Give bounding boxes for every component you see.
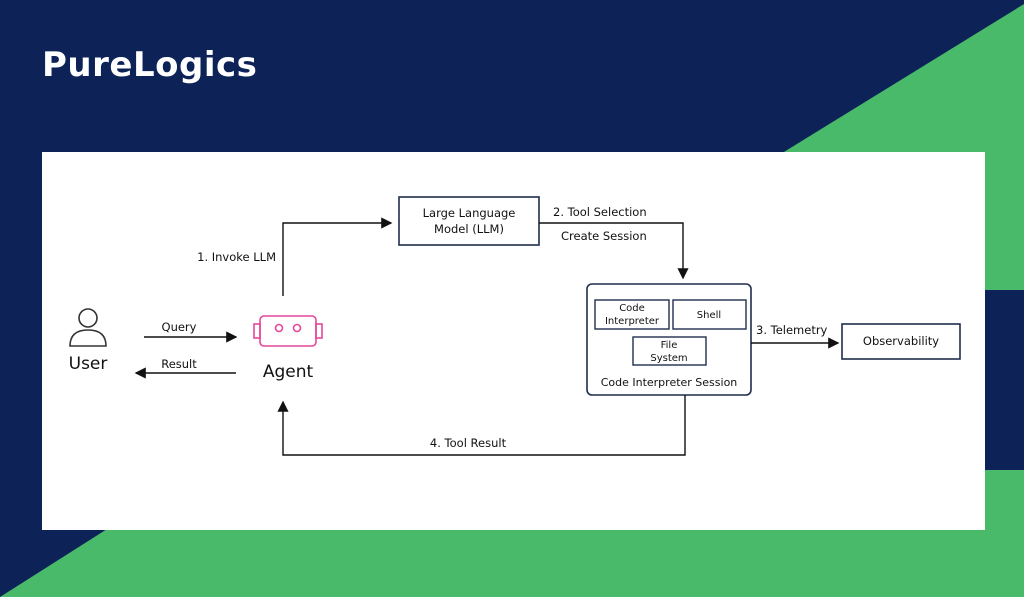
robot-icon	[253, 315, 323, 347]
tool-selection-label: 2. Tool Selection	[553, 205, 647, 219]
brand-logo: PureLogics	[42, 42, 257, 88]
tool-result-arrow	[277, 395, 686, 456]
llm-box	[398, 196, 540, 246]
file-system-box	[632, 336, 707, 366]
observability-label: Observability	[863, 334, 939, 348]
observability-box	[841, 323, 961, 360]
result-label: Result	[161, 357, 197, 371]
diagram-card: User Agent Query Result 1. Invoke LLM La…	[42, 152, 985, 530]
user-label: User	[69, 354, 108, 374]
code-interpreter-box	[594, 299, 670, 330]
invoke-llm-label: 1. Invoke LLM	[197, 250, 276, 264]
file-system-label-line2: System	[650, 353, 687, 364]
user-icon	[69, 308, 107, 347]
session-label: Code Interpreter Session	[601, 376, 738, 389]
agent-label: Agent	[263, 362, 314, 382]
telemetry-label: 3. Telemetry	[756, 323, 828, 337]
llm-label-line1: Large Language	[423, 206, 516, 220]
invoke-llm-arrow	[282, 217, 393, 296]
tool-result-label: 4. Tool Result	[430, 436, 507, 450]
llm-label-line2: Model (LLM)	[434, 222, 504, 236]
query-label: Query	[162, 320, 197, 334]
code-interpreter-label-line2: Interpreter	[605, 316, 660, 327]
brand-name: PureLogics	[42, 45, 258, 85]
shell-box	[672, 299, 747, 330]
tool-selection-arrow	[539, 222, 689, 280]
file-system-label-line1: File	[661, 340, 678, 351]
shell-label: Shell	[697, 310, 721, 321]
code-interpreter-label-line1: Code	[619, 303, 645, 314]
create-session-label: Create Session	[561, 229, 647, 243]
architecture-diagram: User Agent Query Result 1. Invoke LLM La…	[69, 196, 961, 456]
